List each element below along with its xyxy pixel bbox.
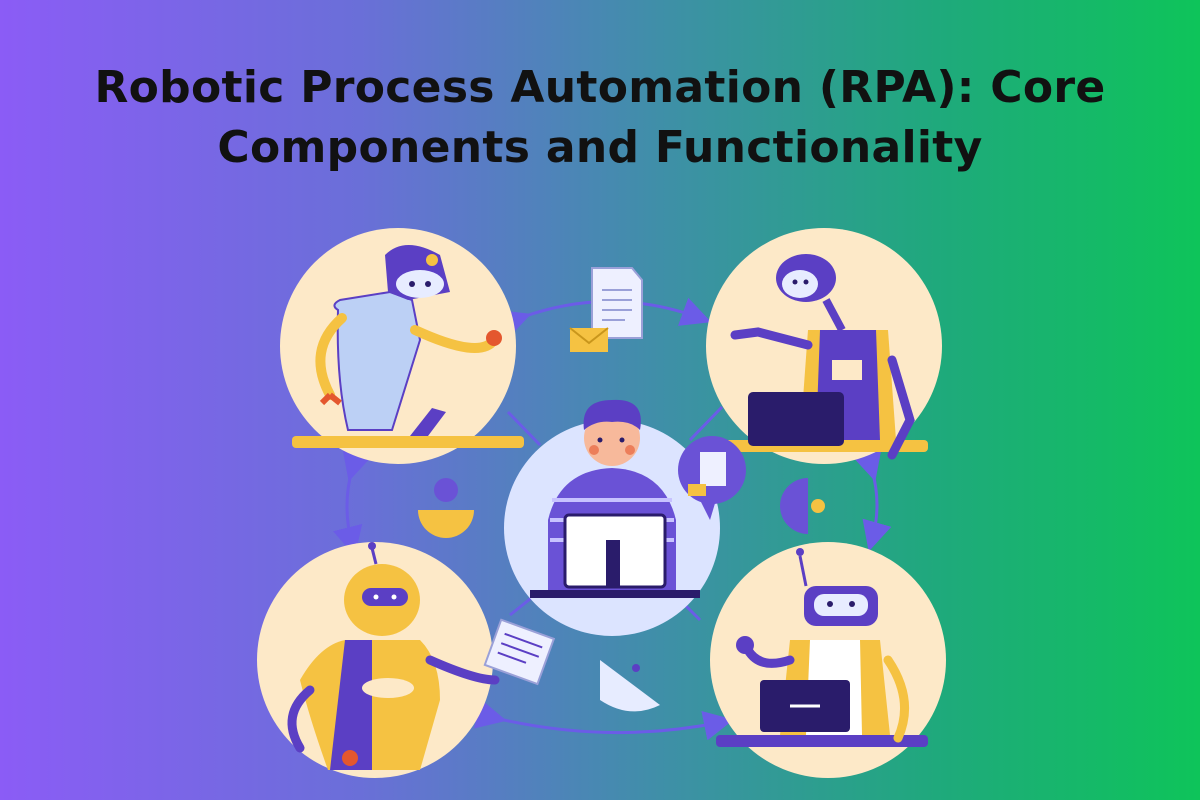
connector-diag-tl <box>506 410 542 447</box>
envelope-icon <box>569 327 609 352</box>
document-icon <box>591 267 643 339</box>
robot-with-wrench-icon <box>292 245 524 448</box>
connector-bottom <box>474 699 734 741</box>
robot-waving-laptop-icon <box>716 548 928 747</box>
chat-bubble-document-icon <box>678 436 746 520</box>
dot-icon <box>632 499 825 672</box>
person-at-computer-icon <box>530 399 700 598</box>
half-circle-icon <box>418 478 808 712</box>
page-title: Robotic Process Automation (RPA): Core C… <box>0 58 1200 178</box>
title-line-2: Components and Functionality <box>217 122 983 173</box>
connector-right <box>852 448 892 552</box>
connector-left <box>333 448 372 557</box>
title-line-1: Robotic Process Automation (RPA): Core <box>94 62 1106 113</box>
robot-with-document-icon <box>287 542 556 770</box>
robot-with-laptop-icon <box>718 254 928 460</box>
connector-diag-tr <box>688 405 724 442</box>
